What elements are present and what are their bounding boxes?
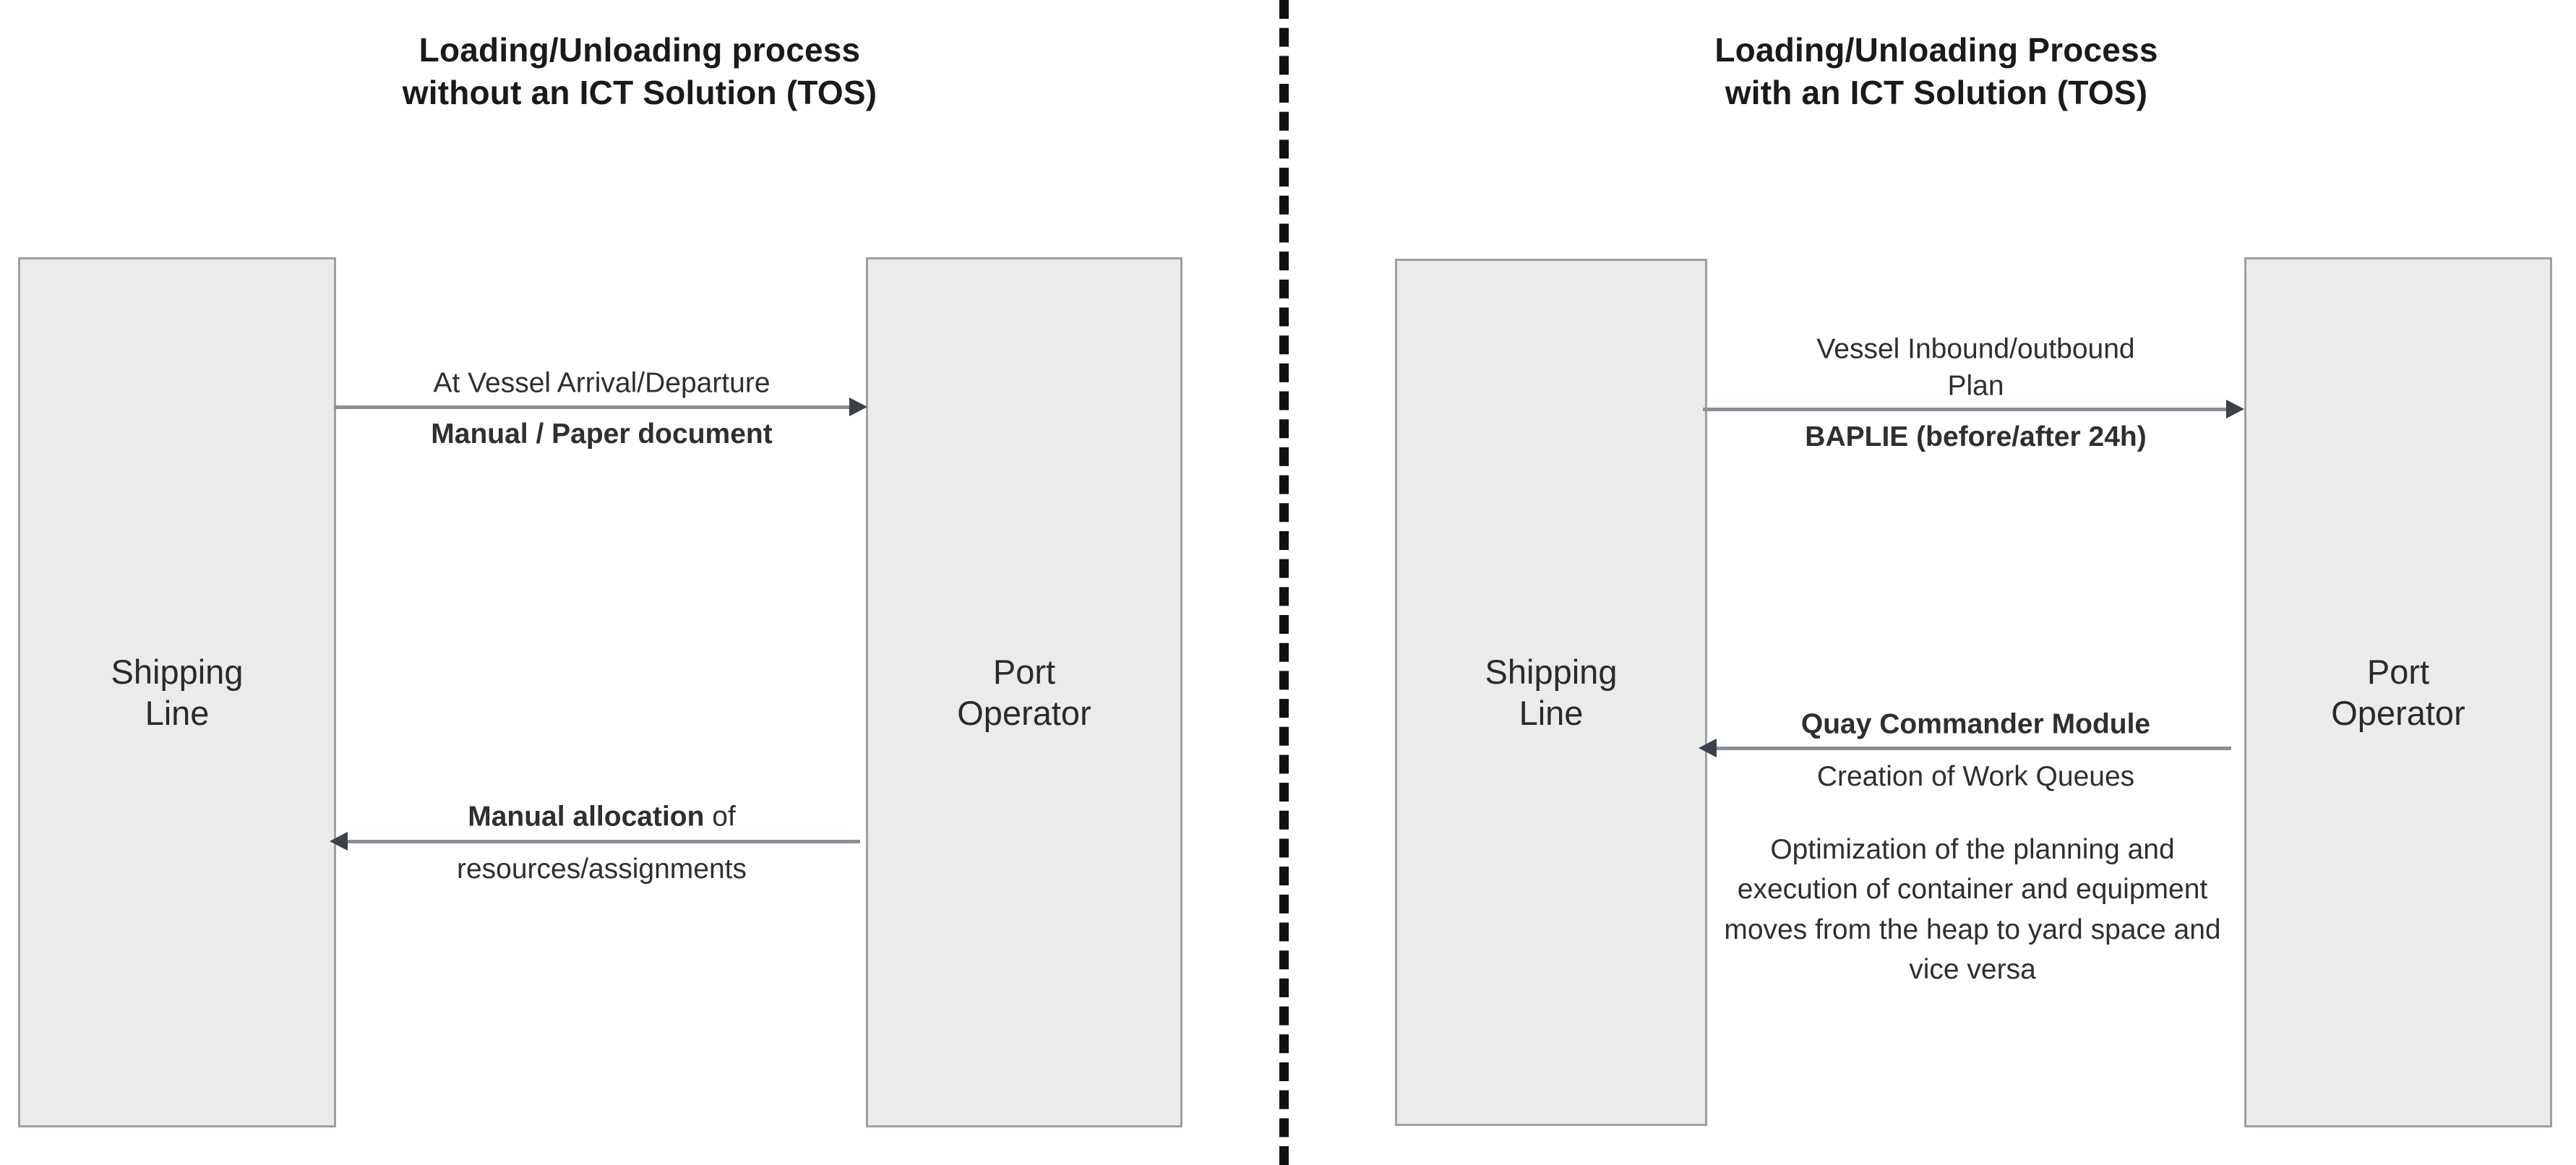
- left-message-2-above-regular: of: [704, 801, 736, 833]
- right-message-2-above-label: Quay Commander Module: [1707, 706, 2244, 743]
- right-panel-title: Loading/Unloading Process with an ICT So…: [1297, 29, 2576, 114]
- left-arrow-1-shipping-to-port: [334, 397, 867, 416]
- right-diagram-panel: Loading/Unloading Process with an ICT So…: [1297, 0, 2576, 1165]
- right-actor-label-shipping-line: Shipping Line: [1485, 651, 1618, 734]
- right-actor-box-port-operator[interactable]: Port Operator: [2244, 257, 2552, 1127]
- left-actor-box-shipping-line[interactable]: Shipping Line: [18, 257, 336, 1127]
- right-panel-title-line1: Loading/Unloading Process: [1714, 31, 2158, 69]
- left-shipping-line-label-line2: Line: [145, 694, 210, 732]
- left-message-1-below-text: Manual / Paper document: [431, 418, 773, 450]
- arrowhead-right-icon: [2226, 400, 2244, 418]
- left-arrow-2-port-to-shipping: [330, 832, 860, 851]
- left-message-1-below-label: Manual / Paper document: [336, 416, 867, 453]
- right-message-2-note-text: Optimization of the planning and executi…: [1724, 834, 2221, 986]
- right-message-1-above-label: Vessel Inbound/outbound Plan: [1707, 332, 2244, 405]
- left-actor-label-shipping-line: Shipping Line: [111, 651, 244, 734]
- right-port-operator-label-line1: Port: [2366, 652, 2430, 691]
- left-message-2-above-bold: Manual allocation: [468, 801, 705, 833]
- left-panel-title-line1: Loading/Unloading process: [418, 31, 861, 69]
- left-message-2-below-label: resources/assignments: [336, 851, 867, 888]
- right-arrow-2-port-to-shipping: [1699, 739, 2231, 757]
- right-message-2-note: Optimization of the planning and executi…: [1720, 830, 2225, 990]
- arrowhead-right-icon: [849, 397, 867, 416]
- left-diagram-panel: Loading/Unloading process without an ICT…: [0, 0, 1279, 1165]
- right-shipping-line-label-line1: Shipping: [1485, 652, 1618, 691]
- right-message-2-below-text: Creation of Work Queues: [1816, 761, 2135, 792]
- left-message-1-above-label: At Vessel Arrival/Departure: [336, 365, 867, 402]
- right-actor-label-port-operator: Port Operator: [2331, 651, 2465, 734]
- left-port-operator-label-line1: Port: [992, 652, 1056, 691]
- left-actor-label-port-operator: Port Operator: [957, 651, 1091, 734]
- right-actor-box-shipping-line[interactable]: Shipping Line: [1395, 259, 1707, 1126]
- panel-divider: [1279, 0, 1289, 1165]
- left-message-2-above-label: Manual allocation of: [336, 799, 867, 835]
- left-port-operator-label-line2: Operator: [957, 694, 1091, 732]
- left-message-1-above-text: At Vessel Arrival/Departure: [433, 367, 770, 399]
- right-message-1-below-label: BAPLIE (before/after 24h): [1707, 419, 2244, 456]
- right-message-1-above-line2: Plan: [1947, 370, 2004, 402]
- arrowhead-left-icon: [330, 832, 348, 851]
- left-actor-box-port-operator[interactable]: Port Operator: [866, 257, 1182, 1127]
- arrowhead-left-icon: [1699, 739, 1717, 757]
- right-message-1-below-text: BAPLIE (before/after 24h): [1805, 421, 2147, 452]
- right-arrow-1-shipping-to-port: [1703, 400, 2244, 418]
- right-message-2-below-label: Creation of Work Queues: [1707, 759, 2244, 796]
- left-message-2-below-text: resources/assignments: [456, 854, 747, 885]
- right-message-1-above-line1: Vessel Inbound/outbound: [1816, 333, 2135, 365]
- left-panel-title-line2: without an ICT Solution (TOS): [402, 73, 877, 111]
- left-panel-title: Loading/Unloading process without an ICT…: [0, 29, 1279, 114]
- right-port-operator-label-line2: Operator: [2331, 694, 2465, 732]
- right-shipping-line-label-line2: Line: [1519, 694, 1584, 732]
- right-message-2-above-text: Quay Commander Module: [1800, 708, 2151, 740]
- right-panel-title-line2: with an ICT Solution (TOS): [1725, 73, 2148, 111]
- left-message-2-above-text: Manual allocation of: [336, 799, 867, 835]
- left-shipping-line-label-line1: Shipping: [111, 652, 244, 691]
